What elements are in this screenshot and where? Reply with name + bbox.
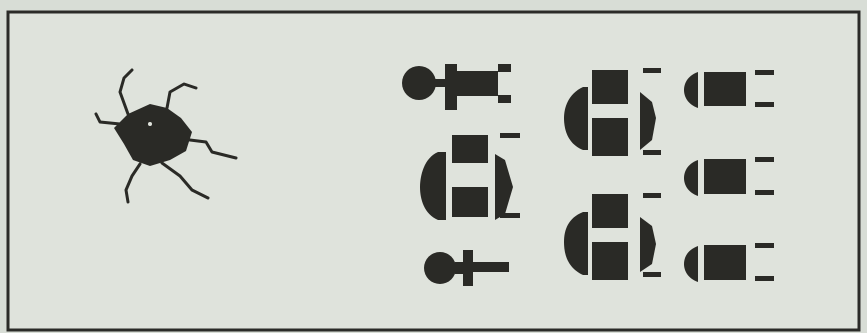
diagram-canvas [0, 0, 867, 333]
diagram-panel [0, 0, 867, 333]
